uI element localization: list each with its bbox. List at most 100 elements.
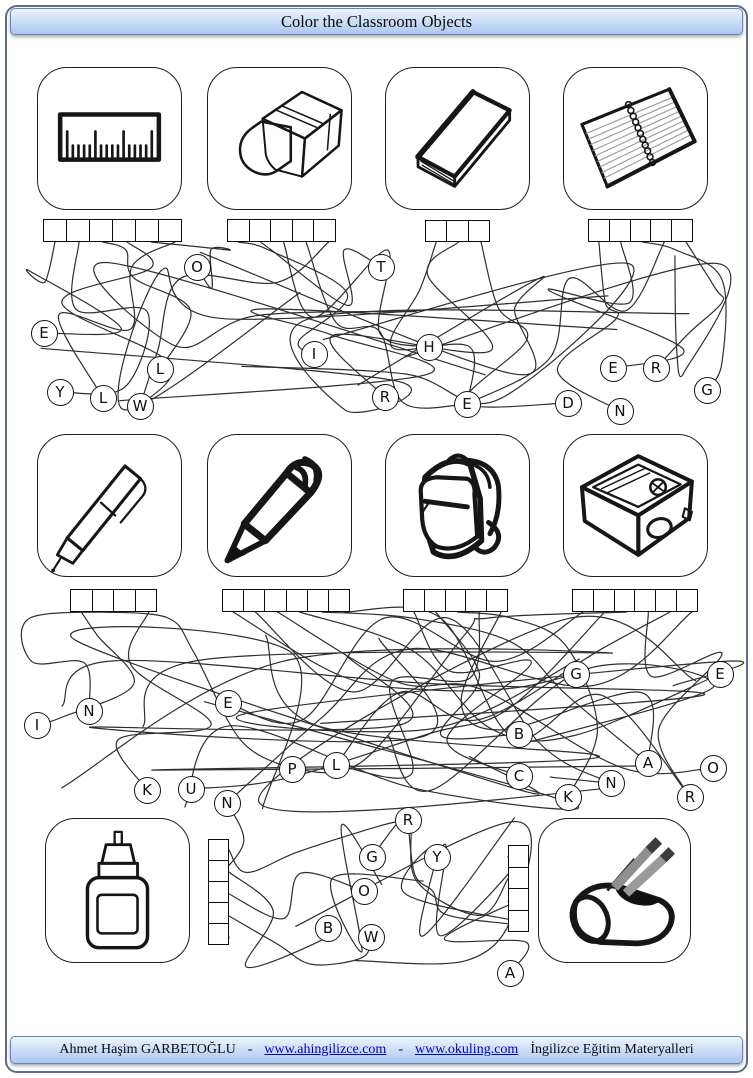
letter-I: I xyxy=(23,711,51,739)
letter-E: E xyxy=(599,354,627,382)
tangle-line-book-1 xyxy=(389,241,476,405)
tangle-loop-2-2 xyxy=(88,637,439,743)
answer-box-pencil-4 xyxy=(285,589,308,612)
answer-box-pen-2 xyxy=(91,589,114,612)
tangle-line-pencil-case-4 xyxy=(407,819,509,925)
backpack-tile xyxy=(385,434,530,577)
footer-link-ahingilizce[interactable]: www.ahingilizce.com xyxy=(264,1042,387,1057)
letter-O: O xyxy=(183,253,211,281)
letter-L: L xyxy=(146,355,174,383)
answer-box-glue-5 xyxy=(208,923,229,945)
footer-dash-2: - xyxy=(398,1042,403,1057)
answer-box-pen-3 xyxy=(113,589,136,612)
letter-Y: Y xyxy=(423,843,451,871)
tangle-line-eraser-2 xyxy=(260,241,382,307)
answer-box-eraser-5 xyxy=(313,219,336,242)
answer-box-ruler-2 xyxy=(66,219,90,242)
notebook-tile xyxy=(563,67,708,210)
letter-G: G xyxy=(693,376,721,404)
letter-E: E xyxy=(453,390,481,418)
answer-box-notebook-3 xyxy=(629,219,652,242)
backpack-image xyxy=(418,453,502,560)
letter-W: W xyxy=(357,923,385,951)
letter-P: P xyxy=(278,755,306,783)
tangle-line-eraser-4 xyxy=(305,241,468,409)
letter-Y: Y xyxy=(46,378,74,406)
letter-B: B xyxy=(505,720,533,748)
letter-N: N xyxy=(606,397,634,425)
answer-box-pencil-case-4 xyxy=(508,909,529,932)
tangle-line-glue-3 xyxy=(228,871,366,920)
eraser-image xyxy=(238,90,343,178)
letter-E: E xyxy=(706,660,734,688)
tangle-loop-2-1 xyxy=(61,648,613,789)
notebook-image xyxy=(580,87,697,189)
tangle-loop-2-8 xyxy=(184,701,580,810)
answer-box-sharpener-6 xyxy=(676,589,698,612)
answer-box-ruler-6 xyxy=(158,219,182,242)
answer-box-sharpener-1 xyxy=(572,589,594,612)
answer-box-pencil-case-1 xyxy=(508,845,529,868)
answer-box-backpack-2 xyxy=(423,589,446,612)
letter-R: R xyxy=(394,806,422,834)
answer-box-notebook-2 xyxy=(608,219,631,242)
page-title: Color the Classroom Objects xyxy=(280,11,473,31)
footer-link-okuling[interactable]: www.okuling.com xyxy=(415,1042,519,1057)
tangle-line-eraser-3 xyxy=(282,241,430,348)
letter-B: B xyxy=(314,914,342,942)
answer-box-eraser-4 xyxy=(291,219,315,242)
letter-H: H xyxy=(415,333,443,361)
pencil-case-tile xyxy=(538,818,691,963)
answer-box-glue-4 xyxy=(208,902,229,924)
letter-K: K xyxy=(554,783,582,811)
footer-author: Ahmet Haşim GARBETOĞLU xyxy=(59,1042,236,1057)
pencil-case-image xyxy=(569,837,675,947)
tangle-loop-1-2 xyxy=(40,309,690,414)
tangle-line-sharpener-4 xyxy=(644,611,723,798)
letter-E: E xyxy=(214,689,242,717)
answer-box-sharpener-2 xyxy=(592,589,615,612)
tangle-loop-1-3 xyxy=(199,251,545,386)
answer-box-pencil-1 xyxy=(222,589,245,612)
answer-box-glue-3 xyxy=(208,881,229,903)
tangle-loop-2-4 xyxy=(61,659,706,724)
letter-R: R xyxy=(371,383,399,411)
glue-tile xyxy=(45,818,190,963)
letter-A: A xyxy=(496,959,524,987)
footer-tagline: İngilizce Eğitim Materyalleri xyxy=(530,1042,694,1057)
tangle-line-ruler-1 xyxy=(25,241,122,336)
tangle-loop-2-6 xyxy=(70,626,540,810)
answer-box-notebook-5 xyxy=(671,219,693,242)
ruler-tile xyxy=(37,67,182,210)
glue-image xyxy=(85,830,150,950)
letter-O: O xyxy=(350,877,378,905)
tangle-line-notebook-2 xyxy=(547,241,685,369)
tangle-line-pencil-1 xyxy=(232,611,577,692)
tangle-line-glue-2 xyxy=(228,871,330,969)
answer-box-pencil-3 xyxy=(264,589,287,612)
answer-box-sharpener-5 xyxy=(655,589,677,612)
tangle-loop-2-3 xyxy=(258,615,697,813)
answer-box-pencil-2 xyxy=(243,589,266,612)
answer-box-notebook-4 xyxy=(650,219,673,242)
answer-box-pencil-case-2 xyxy=(508,866,529,889)
tangle-line-pen-2 xyxy=(103,611,293,770)
answer-box-book-2 xyxy=(446,220,469,242)
answer-box-pen-4 xyxy=(134,589,157,612)
page-border xyxy=(5,5,748,1073)
title-bar: Color the Classroom Objects xyxy=(10,8,743,35)
answer-box-pencil-case-3 xyxy=(508,888,529,911)
answer-box-backpack-1 xyxy=(403,589,425,612)
book-tile xyxy=(385,67,530,210)
answer-box-sharpener-3 xyxy=(613,589,636,612)
answer-box-ruler-4 xyxy=(112,219,136,242)
tangle-line-ruler-2 xyxy=(59,241,150,395)
tangle-line-book-2 xyxy=(329,241,494,398)
tangle-line-ruler-5 xyxy=(150,241,231,289)
tangle-loop-1-1 xyxy=(93,262,486,376)
answer-box-eraser-3 xyxy=(270,219,293,242)
answer-box-pencil-6 xyxy=(328,589,351,612)
tangle-line-book-3 xyxy=(464,241,569,408)
letter-N: N xyxy=(213,789,241,817)
